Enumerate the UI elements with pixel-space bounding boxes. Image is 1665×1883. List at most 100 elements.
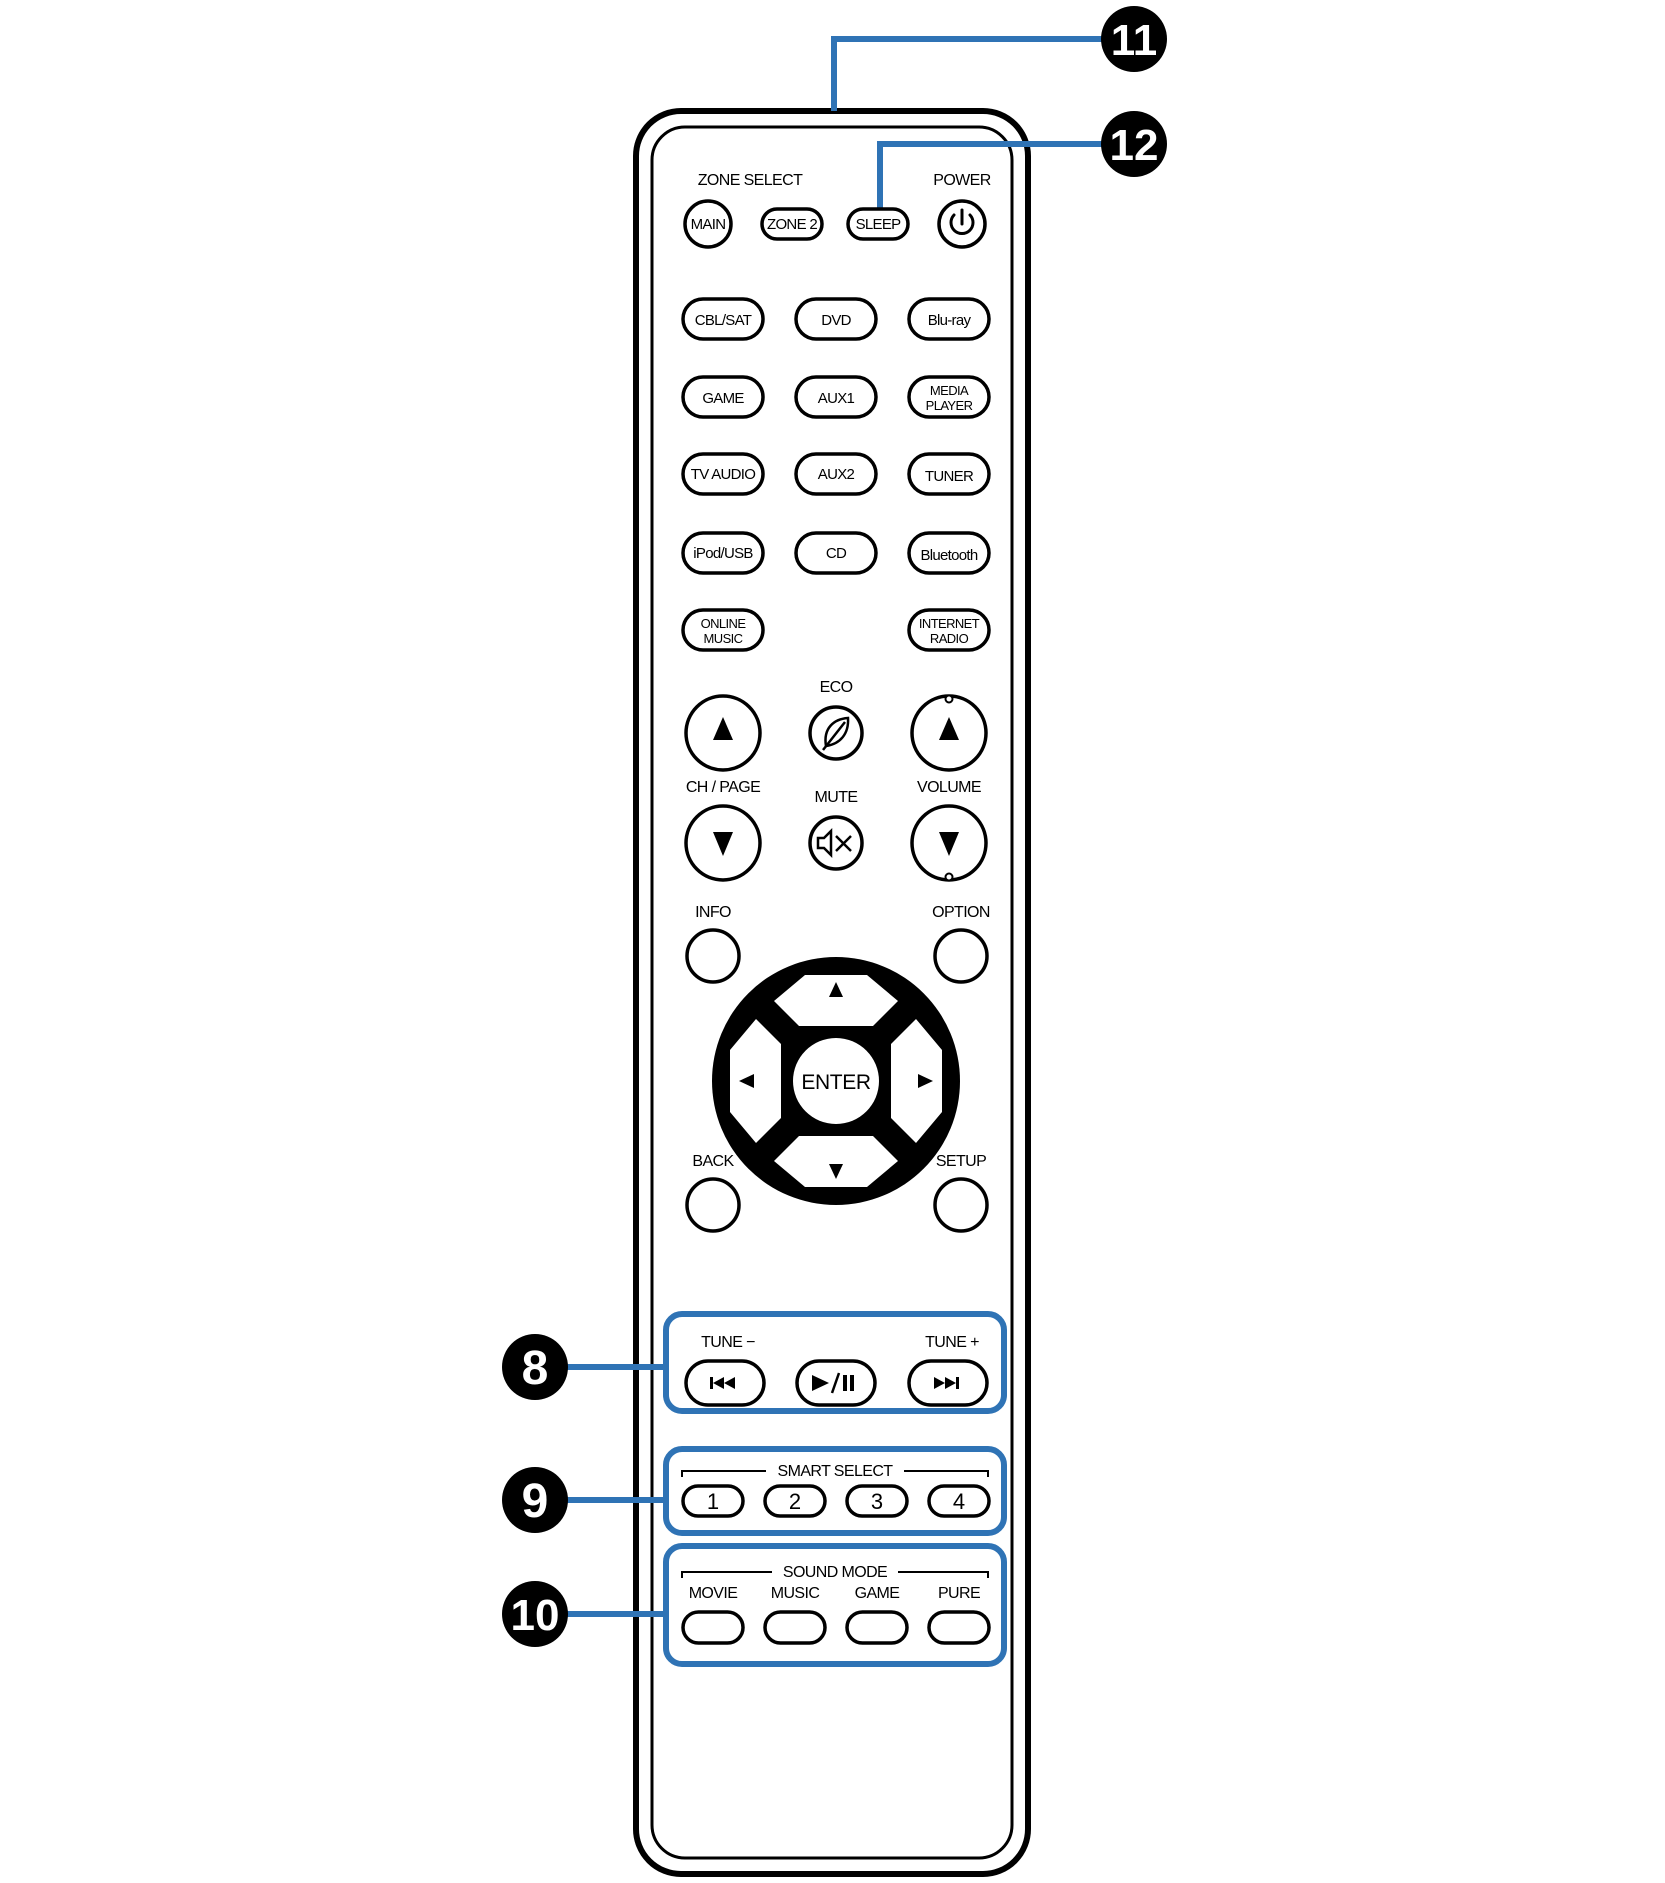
sound-mode-divider [681,1571,989,1578]
power-label: POWER [933,172,990,189]
main-zone-button[interactable]: MAIN [683,199,733,249]
pure-mode-button[interactable] [927,1610,991,1645]
option-label: OPTION [932,904,990,921]
smart-select-4-button[interactable]: 4 [927,1484,991,1518]
down-arrow-icon [939,832,959,856]
volume-down-button[interactable] [910,804,988,882]
callout-number-11: 11 [1111,16,1158,65]
smart-select-1-button[interactable]: 1 [681,1484,745,1518]
smart-select-2-button[interactable]: 2 [763,1484,827,1518]
eco-label: ECO [820,679,853,696]
online-music-button-label-line1: ONLINE [701,616,747,631]
bluray-button-label: Blu-ray [928,312,972,329]
smart-select-1-label: 1 [707,1489,719,1514]
sleep-button[interactable]: SLEEP [846,207,910,241]
mute-label: MUTE [815,789,858,806]
callout-number-12: 12 [1110,121,1159,170]
cd-button[interactable]: CD [794,531,878,575]
sleep-button-label: SLEEP [856,216,902,233]
power-button[interactable] [937,199,987,249]
leaf-icon [822,716,850,751]
cbl-sat-button-label: CBL/SAT [695,312,752,329]
option-button[interactable] [933,928,989,984]
skip-back-icon [710,1377,735,1389]
cursor-down-button[interactable] [774,1136,898,1187]
tune-minus-label: TUNE − [701,1334,755,1351]
zone2-button-label: ZONE 2 [767,216,817,233]
dvd-button[interactable]: DVD [794,297,878,341]
tv-audio-button[interactable]: TV AUDIO [681,452,765,496]
play-pause-button[interactable] [795,1359,877,1407]
tune-plus-label: TUNE + [925,1334,979,1351]
internet-radio-button[interactable]: INTERNET RADIO [907,608,991,652]
movie-mode-button[interactable] [681,1610,745,1645]
aux2-button[interactable]: AUX2 [794,452,878,496]
cbl-sat-button[interactable]: CBL/SAT [681,297,765,341]
smart-select-3-button[interactable]: 3 [845,1484,909,1518]
back-label: BACK [692,1153,734,1170]
music-mode-button[interactable] [763,1610,827,1645]
internet-radio-button-label-line2: RADIO [930,631,969,646]
media-player-button-label-line2: PLAYER [926,398,973,413]
cursor-right-button[interactable] [891,1019,942,1143]
callout-badge-12: 12 [1101,111,1167,177]
game-source-button-label: GAME [702,390,744,407]
cursor-pad: ENTER [712,957,960,1205]
down-arrow-icon [713,832,733,856]
up-arrow-icon [713,717,733,740]
cursor-up-button[interactable] [774,975,898,1026]
ch-page-down-button[interactable] [684,804,762,882]
volume-label: VOLUME [917,779,981,796]
smart-select-2-label: 2 [789,1489,801,1514]
media-player-button-label-line1: MEDIA [930,383,969,398]
cd-button-label: CD [826,545,847,562]
power-icon [949,208,975,235]
previous-track-button[interactable] [684,1359,766,1407]
right-arrow-icon [918,1074,933,1088]
zone-select-label: ZONE SELECT [698,172,803,189]
smart-select-3-label: 3 [871,1489,883,1514]
info-label: INFO [695,904,731,921]
sound-mode-game-label: GAME [855,1585,900,1602]
bluetooth-button[interactable]: Bluetooth [907,531,991,575]
callout-badge-10: 10 [502,1581,568,1647]
bluetooth-button-label: Bluetooth [920,547,977,564]
setup-label: SETUP [936,1153,986,1170]
tv-audio-button-label: TV AUDIO [691,466,755,483]
next-track-button[interactable] [907,1359,989,1407]
game-source-button[interactable]: GAME [681,375,765,419]
enter-button[interactable]: ENTER [793,1038,879,1124]
smart-select-4-label: 4 [953,1489,965,1514]
eco-button[interactable] [808,705,864,761]
setup-button[interactable] [933,1177,989,1233]
ch-page-label: CH / PAGE [686,779,760,796]
aux1-button[interactable]: AUX1 [794,375,878,419]
up-arrow-icon [939,717,959,740]
info-button[interactable] [685,928,741,984]
back-button[interactable] [685,1177,741,1233]
ch-page-up-button[interactable] [684,694,762,772]
online-music-button[interactable]: ONLINE MUSIC [681,608,765,652]
down-arrow-icon [829,1164,843,1179]
smart-select-divider [681,1470,989,1477]
cursor-left-button[interactable] [730,1019,781,1143]
sound-mode-music-label: MUSIC [771,1585,820,1602]
callout-badge-9: 9 [502,1467,568,1533]
smart-select-label: SMART SELECT [778,1463,894,1480]
zone2-button[interactable]: ZONE 2 [760,207,824,241]
aux1-button-label: AUX1 [818,390,855,407]
mute-button[interactable] [808,815,864,871]
callout-badge-11: 11 [1101,6,1167,72]
internet-radio-button-label-line1: INTERNET [919,616,980,631]
bluray-button[interactable]: Blu-ray [907,297,991,341]
ipod-usb-button[interactable]: iPod/USB [681,531,765,575]
media-player-button[interactable]: MEDIA PLAYER [907,375,991,419]
sound-mode-label: SOUND MODE [783,1564,887,1581]
tuner-button[interactable]: TUNER [907,452,991,496]
game-mode-button[interactable] [845,1610,909,1645]
volume-up-indicator-dot [944,694,954,704]
mute-speaker-icon [816,827,852,859]
dvd-button-label: DVD [821,312,851,329]
volume-up-button[interactable] [910,694,988,772]
